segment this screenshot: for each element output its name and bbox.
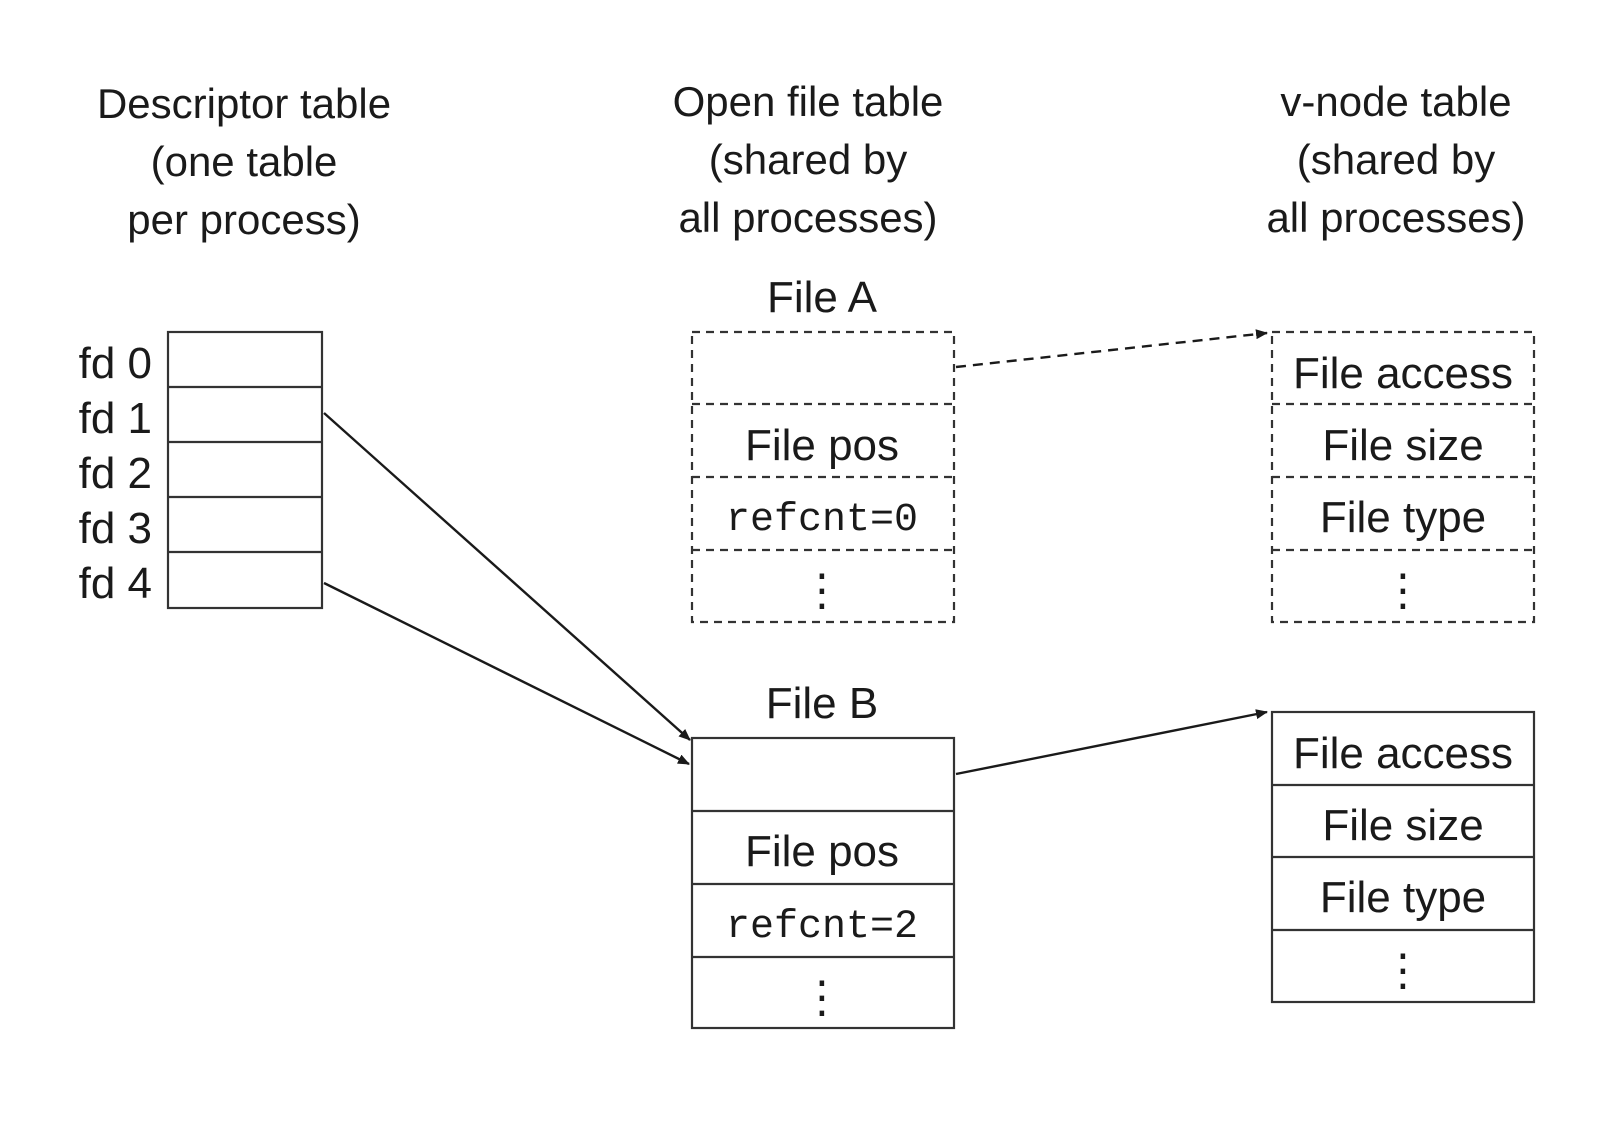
open-file-entry-a: File A File pos refcnt=0 ⋮ [690, 273, 956, 624]
file-a-ellipsis: ⋮ [800, 566, 844, 615]
file-b-file-pos: File pos [745, 827, 899, 876]
arrows [323, 329, 1268, 776]
file-b-ellipsis: ⋮ [800, 973, 844, 1022]
fd-3-label: fd 3 [79, 504, 152, 553]
open-file-entry-b: File B File pos refcnt=2 ⋮ [690, 679, 956, 1030]
vnode-entry-2: File access File size File type ⋮ [1270, 710, 1536, 1004]
vnode-2-file-size: File size [1322, 801, 1483, 850]
vnode-2-file-type: File type [1320, 873, 1486, 922]
arrow-fd1-to-file-b [323, 412, 691, 741]
vnode-1-ellipsis: ⋮ [1381, 566, 1425, 615]
file-a-refcnt: refcnt=0 [726, 498, 918, 543]
fd-0-label: fd 0 [79, 339, 152, 388]
file-a-file-pos: File pos [745, 421, 899, 470]
file-b-refcnt: refcnt=2 [726, 905, 918, 950]
vnode-2-file-access: File access [1293, 729, 1513, 778]
fd-4-label: fd 4 [79, 559, 152, 608]
descriptor-heading-line-1: Descriptor table [97, 80, 391, 127]
file-a-title: File A [767, 273, 878, 322]
fd-2-label: fd 2 [79, 449, 152, 498]
vnode-heading-line-2: (shared by [1297, 136, 1495, 183]
vnode-2-ellipsis: ⋮ [1381, 946, 1425, 995]
descriptor-table-heading: Descriptor table (one table per process) [97, 80, 391, 243]
vnode-1-file-access: File access [1293, 349, 1513, 398]
file-b-title: File B [766, 679, 878, 728]
vnode-1-file-size: File size [1322, 421, 1483, 470]
open-file-table-heading: Open file table (shared by all processes… [673, 78, 944, 241]
arrow-fd4-to-file-b [323, 581, 690, 766]
descriptor-heading-line-3: per process) [127, 196, 360, 243]
arrow-file-a-to-vnode-1 [955, 329, 1268, 369]
vnode-entry-1: File access File size File type ⋮ [1270, 330, 1536, 624]
open-file-heading-line-2: (shared by [709, 136, 907, 183]
vnode-heading-line-1: v-node table [1280, 78, 1511, 125]
vnode-1-file-type: File type [1320, 493, 1486, 542]
fd-1-label: fd 1 [79, 394, 152, 443]
descriptor-table: fd 0 fd 1 fd 2 fd 3 fd 4 [79, 330, 324, 610]
vnode-heading-line-3: all processes) [1266, 194, 1525, 241]
open-file-heading-line-1: Open file table [673, 78, 944, 125]
vnode-table-heading: v-node table (shared by all processes) [1266, 78, 1525, 241]
descriptor-heading-line-2: (one table [151, 138, 338, 185]
descriptor-table-frame [166, 330, 324, 610]
arrow-file-b-to-vnode-2 [955, 709, 1268, 776]
open-file-heading-line-3: all processes) [678, 194, 937, 241]
